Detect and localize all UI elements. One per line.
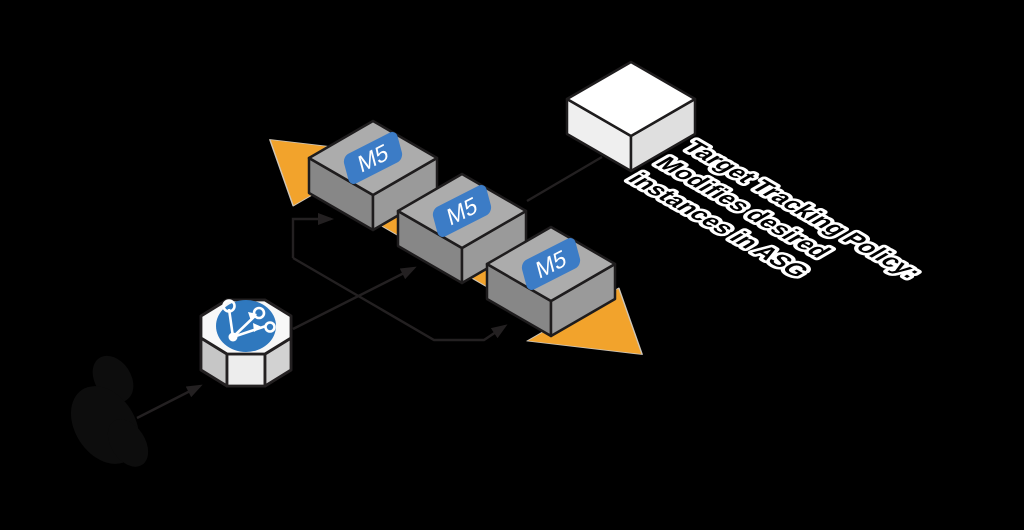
user-silhouette-icon [70,355,149,467]
policy-to-instance-connector [526,155,603,203]
m5-instance-box-3: M5 [485,225,617,338]
target-tracking-policy-box [565,60,697,173]
m5-instance-box-2: M5 [396,172,528,285]
connectors [136,155,603,420]
branching-arrows-icon [222,299,276,342]
user-to-lb-connector [136,384,203,420]
load-balancer [199,298,293,388]
m5-instance-box-1: M5 [307,119,439,232]
lb-side-front [225,352,267,388]
box-top-face [565,60,697,138]
instance1-connector [291,213,334,258]
instance3-connector [292,256,508,342]
lb-to-instance2-connector [292,266,417,331]
